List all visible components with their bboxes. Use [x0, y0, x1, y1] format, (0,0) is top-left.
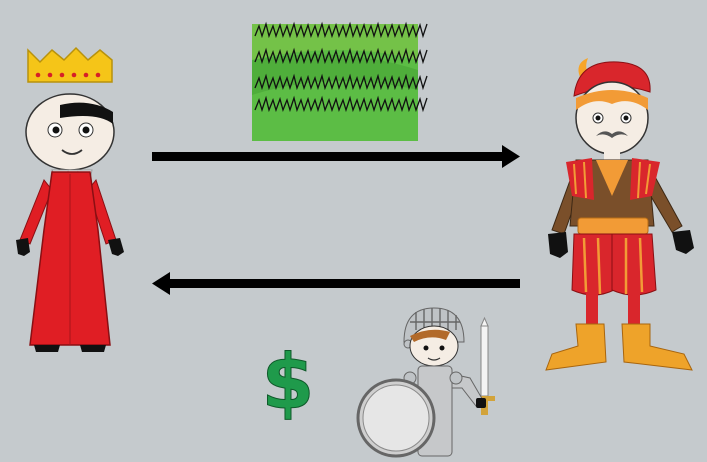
svg-text:$: $	[262, 337, 315, 426]
noble-icon	[546, 58, 694, 370]
arrow-right-land	[152, 145, 520, 168]
dollar-icon: $	[262, 337, 315, 426]
arrow-left-payment	[152, 272, 520, 295]
land-icon	[252, 24, 427, 141]
king-icon	[16, 48, 124, 352]
knight-icon	[358, 308, 495, 456]
